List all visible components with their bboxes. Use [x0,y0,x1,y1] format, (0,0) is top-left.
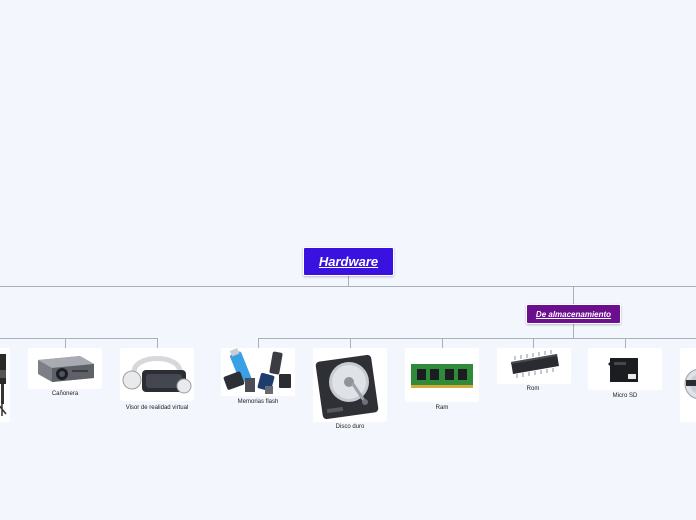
item-card-camera[interactable] [0,348,10,422]
item-label-microsd: Micro SD [612,393,638,399]
subtopic-node-label: De almacenamiento [535,309,612,319]
hard-disk-icon [315,354,379,420]
item-card-rom[interactable] [497,348,571,384]
item-card-memorias[interactable] [221,348,295,396]
projector-icon [38,356,94,382]
item-card-dvd[interactable] [680,348,696,422]
item-card-disco[interactable] [313,348,387,422]
item-label-ram: Ram [435,405,449,411]
dvd-disc-icon [684,369,696,399]
item-card-canonera[interactable] [28,348,102,389]
root-node-hardware[interactable]: Hardware [303,247,394,276]
item-card-microsd[interactable] [588,348,662,390]
item-label-rom: Rom [526,386,540,392]
root-node-label: Hardware [318,254,379,269]
item-label-memorias: Memorias flash [237,399,279,405]
usb-flash-drives-icon [223,348,291,394]
item-card-ram[interactable] [405,348,479,402]
item-label-visor: Visor de realidad virtual [125,405,189,411]
micro-sd-icon [608,358,638,382]
vr-headset-icon [122,356,192,394]
subtopic-node-de-almacenamiento[interactable]: De almacenamiento [526,304,621,324]
camera-icon [0,354,7,416]
ram-module-icon [411,364,473,388]
item-label-disco: Disco duro [335,424,365,430]
rom-chip-icon [511,350,559,378]
item-label-canonera: Cañonera [51,391,79,397]
item-card-visor[interactable] [120,348,194,401]
